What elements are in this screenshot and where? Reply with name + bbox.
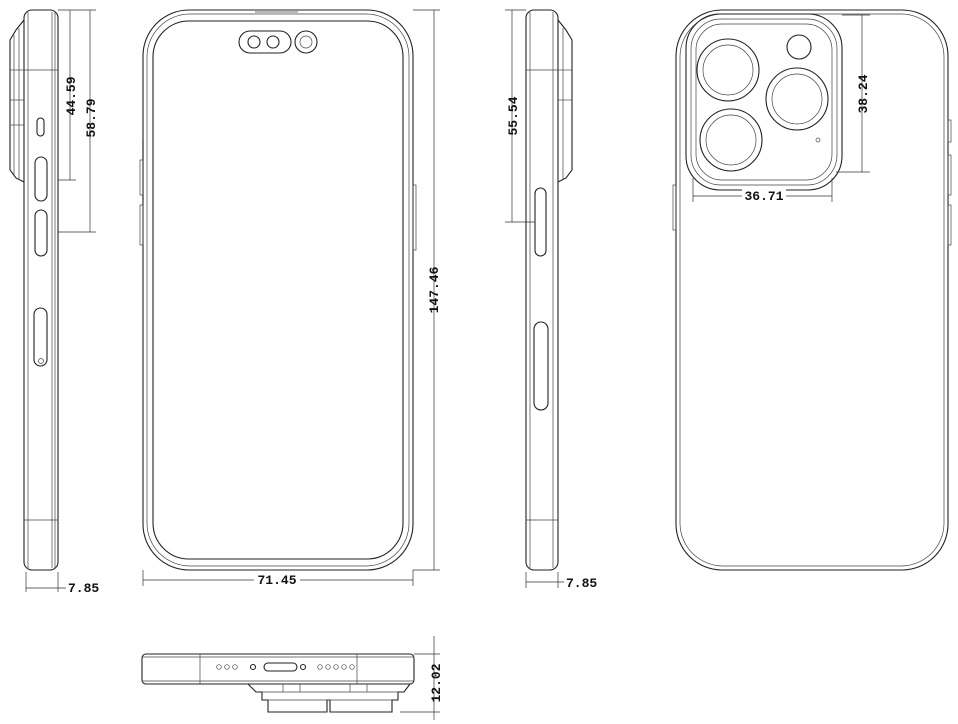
dimension-height: 147.46: [413, 9, 442, 571]
camera-control-button: [533, 321, 549, 411]
svg-text:12.02: 12.02: [429, 663, 444, 702]
speaker-holes-left: [216, 664, 238, 670]
svg-text:7.85: 7.85: [566, 576, 597, 591]
lens-ultrawide: [699, 108, 763, 172]
right-side-view: 55.54 7.85: [505, 9, 597, 591]
dimension-12-02: 12.02: [400, 636, 444, 720]
dimension-38-24: 38.24: [836, 14, 871, 173]
dimension-right-thickness: 7.85: [525, 572, 597, 591]
svg-text:36.71: 36.71: [744, 189, 783, 204]
action-button: [36, 117, 45, 137]
flash: [786, 34, 812, 60]
dynamic-island: [238, 30, 318, 54]
dimension-36-71: 36.71: [692, 178, 833, 204]
screen: [152, 20, 404, 560]
volume-down-button: [34, 209, 48, 257]
svg-text:71.45: 71.45: [257, 573, 296, 588]
dimension-left-thickness: 7.85: [25, 572, 99, 596]
svg-text:147.46: 147.46: [427, 266, 442, 313]
svg-text:58.79: 58.79: [84, 98, 99, 137]
dimension-44-59: 44.59: [58, 10, 79, 181]
svg-text:7.85: 7.85: [68, 581, 99, 596]
camera-bump-bottom: [247, 683, 411, 713]
left-side-view: 44.59 58.79 7.85: [9, 9, 99, 596]
speaker-holes-right: [317, 664, 355, 670]
dimension-width: 71.45: [142, 570, 414, 588]
volume-up-button: [34, 156, 48, 202]
front-view: 147.46 71.45: [139, 9, 442, 588]
lens-telephoto: [765, 67, 829, 131]
dimension-55-54: 55.54: [505, 9, 535, 223]
sim-tray: [33, 307, 48, 367]
dimension-58-79: 58.79: [58, 9, 99, 233]
camera-module: [685, 13, 843, 191]
svg-text:44.59: 44.59: [64, 76, 79, 115]
svg-text:38.24: 38.24: [856, 74, 871, 113]
back-view: 38.24 36.71: [672, 9, 952, 571]
screw-left: [249, 663, 257, 671]
lens-wide: [696, 38, 760, 102]
camera-bump-side: [9, 19, 25, 183]
camera-bump-side-right: [557, 19, 573, 183]
bottom-view: 12.02: [141, 636, 444, 720]
side-button: [534, 187, 547, 257]
screw-right: [299, 663, 307, 671]
svg-text:55.54: 55.54: [506, 96, 521, 135]
charging-port: [263, 662, 298, 672]
